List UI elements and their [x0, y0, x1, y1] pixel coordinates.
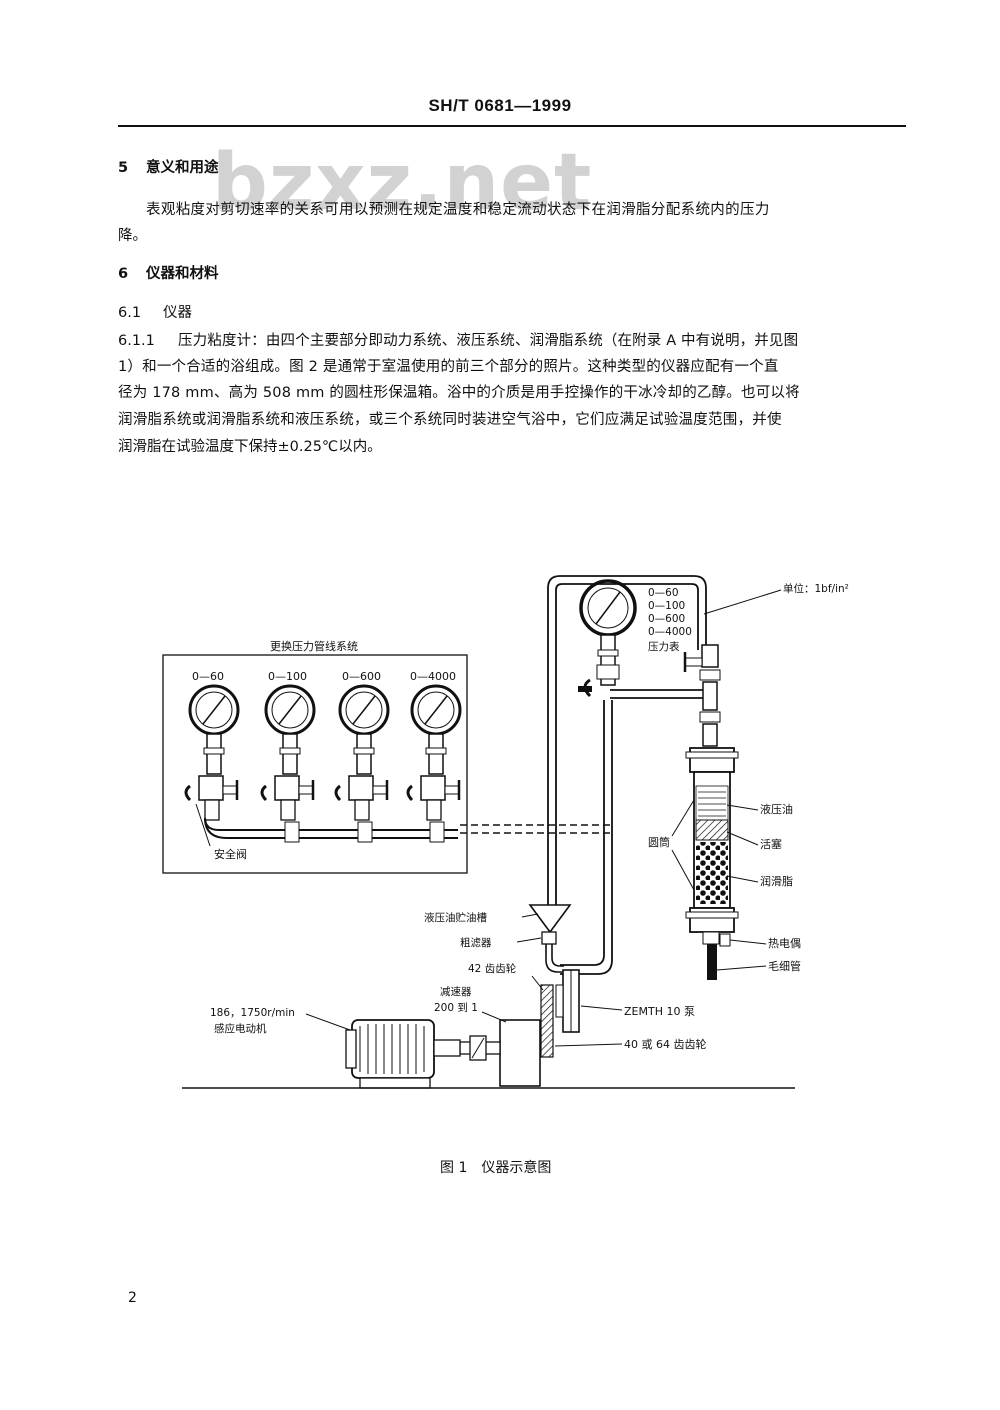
section-6-1-1-line-2: 1）和一个合适的浴组成。图 2 是通常于室温使用的前三个部分的照片。这种类型的仪… — [118, 359, 779, 375]
section-6-1-1-line-5: 润滑脂在试验温度下保持±0.25℃以内。 — [118, 439, 382, 455]
pump-label: ZEMTH 10 泵 — [624, 1005, 695, 1018]
watermark: bzxz.net — [212, 138, 593, 228]
safety-valve-label: 安全阀 — [214, 847, 247, 861]
hydraulic-oil-label: 液压油 — [760, 802, 793, 816]
gauge-1-range: 0—60 — [192, 670, 224, 683]
reservoir-funnel — [528, 904, 572, 934]
induction-motor — [345, 1019, 461, 1089]
gauge-2-range: 0—100 — [268, 670, 307, 683]
section-5-title: 意义和用途 — [146, 160, 219, 176]
gear40-label: 40 或 64 齿齿轮 — [624, 1037, 706, 1051]
document-code: SH/T 0681—1999 — [428, 96, 572, 115]
section-6-1-1-line-1: 压力粘度计：由四个主要部分即动力系统、液压系统、润滑脂系统（在附录 A 中有说明… — [178, 333, 799, 349]
section-6-1-title: 仪器 — [163, 305, 192, 321]
section-5-line-2: 降。 — [118, 228, 147, 244]
section-6-1-1-number: 6.1.1 — [118, 333, 155, 349]
page-number: 2 — [128, 1290, 137, 1306]
gauge-assembly-4: 0—4000 — [406, 670, 462, 821]
motor-label-1: 186，1750r/min — [210, 1007, 295, 1019]
unit-label: 单位：1bf/in² — [783, 582, 849, 595]
piston-label: 活塞 — [760, 837, 782, 851]
gauge-assembly-2: 0—100 — [260, 670, 316, 821]
gauge-assembly-3: 0—600 — [334, 670, 390, 821]
main-pressure-gauge — [578, 579, 637, 698]
pressure-gauge-label: 压力表 — [648, 640, 680, 653]
cylinder-assembly — [685, 747, 739, 980]
section-6-number: 6 — [118, 266, 129, 282]
section-5-number: 5 — [118, 160, 129, 176]
gauge-assembly-1: 0—60 — [184, 670, 240, 821]
section-5-line-1: 表观粘度对剪切速率的关系可用以预测在规定温度和稳定流动状态下在润滑脂分配系统内的… — [146, 202, 770, 218]
gauge-4-range: 0—4000 — [410, 670, 456, 683]
capillary-label: 毛细管 — [768, 959, 801, 973]
section-6-1-1-line-3: 径为 178 mm、高为 508 mm 的圆柱形保温箱。浴中的介质是用手控操作的… — [118, 385, 800, 401]
header-rule — [118, 125, 906, 127]
reservoir-label: 液压油贮油槽 — [424, 911, 487, 924]
coarse-filter — [541, 931, 557, 945]
gauge-3-range: 0—600 — [342, 670, 381, 683]
motor-label-2: 感应电动机 — [214, 1022, 267, 1035]
gear42-label: 42 齿齿轮 — [468, 962, 517, 975]
replacement-line-box — [162, 654, 468, 874]
replacement-box-title: 更换压力管线系统 — [270, 639, 358, 653]
grease-label: 润滑脂 — [760, 874, 793, 888]
cylinder-label: 圆筒 — [648, 835, 670, 849]
speed-reducer — [499, 1019, 541, 1087]
main-range-4: 0—4000 — [648, 626, 692, 638]
section-6-1-number: 6.1 — [118, 305, 142, 321]
coarse-filter-label: 粗滤器 — [460, 936, 492, 949]
reducer-label-2: 200 到 1 — [434, 1002, 478, 1014]
thermocouple-label: 热电偶 — [768, 937, 801, 950]
gear-stack — [540, 984, 554, 1058]
reducer-label-1: 减速器 — [440, 986, 472, 998]
figure-caption: 图 1 仪器示意图 — [440, 1159, 551, 1176]
main-range-1: 0—60 — [648, 587, 679, 599]
section-6-1-1-line-4: 润滑脂系统或润滑脂系统和液压系统，或三个系统同时装进空气浴中，它们应满足试验温度… — [118, 412, 782, 428]
main-range-2: 0—100 — [648, 600, 685, 612]
main-range-3: 0—600 — [648, 613, 685, 625]
section-6-title: 仪器和材料 — [146, 266, 219, 282]
